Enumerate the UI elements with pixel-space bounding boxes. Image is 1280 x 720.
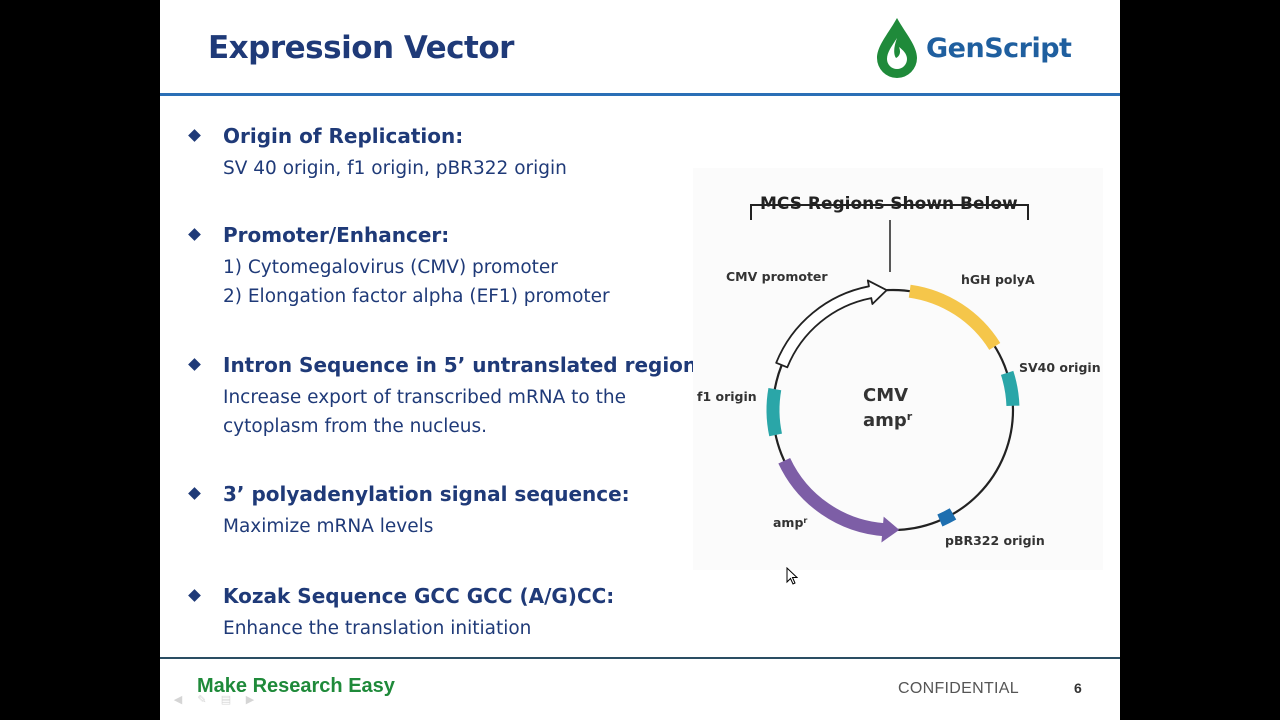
cmv-promoter-label: CMV promoter bbox=[726, 269, 828, 284]
center-label-sup: r bbox=[907, 410, 913, 423]
diamond-bullet-icon bbox=[188, 228, 201, 241]
bullet-heading: Intron Sequence in 5’ untranslated regio… bbox=[223, 353, 706, 377]
previous-slide-icon[interactable]: ◀ bbox=[173, 693, 183, 706]
amp-label-sup: r bbox=[803, 516, 807, 525]
hgh-polya-segment bbox=[908, 284, 1001, 350]
bullet-text: Increase export of transcribed mRNA to t… bbox=[223, 383, 626, 441]
tagline: Make Research Easy bbox=[197, 675, 395, 697]
amp-label-text: amp bbox=[773, 515, 803, 530]
center-label-line2: ampr bbox=[863, 410, 913, 432]
bullet-heading: 3’ polyadenylation signal sequence: bbox=[223, 482, 630, 506]
f1-origin-label: f1 origin bbox=[697, 389, 757, 404]
bullet-line: 2) Elongation factor alpha (EF1) promote… bbox=[223, 286, 610, 307]
center-label-amp: amp bbox=[863, 410, 907, 431]
genscript-drop-icon bbox=[877, 18, 917, 78]
slide: Expression Vector GenScript Origin of Re… bbox=[160, 0, 1120, 720]
footer-divider bbox=[160, 657, 1120, 659]
bullet-heading: Origin of Replication: bbox=[223, 124, 464, 148]
plasmid-map-svg: MCS Regions Shown Below CMV promoter hGH… bbox=[697, 194, 1101, 548]
genscript-logo: GenScript bbox=[874, 16, 1072, 80]
diamond-bullet-icon bbox=[188, 129, 201, 142]
sv40-origin-segment bbox=[1000, 370, 1020, 407]
bullet-heading: Kozak Sequence GCC GCC (A/G)CC: bbox=[223, 584, 615, 608]
bullet-text: Maximize mRNA levels bbox=[223, 512, 433, 541]
bullet-line: Enhance the translation initiation bbox=[223, 618, 532, 639]
pen-icon[interactable]: ✎ bbox=[197, 693, 207, 706]
mouse-cursor-icon bbox=[786, 567, 798, 585]
diamond-bullet-icon bbox=[188, 487, 201, 500]
menu-icon[interactable]: ▤ bbox=[220, 693, 232, 706]
slide-title: Expression Vector bbox=[208, 30, 514, 66]
amp-label: ampr bbox=[773, 515, 807, 530]
mcs-bracket bbox=[750, 204, 1029, 220]
bullet-line: SV 40 origin, f1 origin, pBR322 origin bbox=[223, 158, 567, 179]
title-divider bbox=[160, 93, 1120, 96]
f1-origin-segment bbox=[766, 388, 783, 437]
next-slide-icon[interactable]: ▶ bbox=[245, 693, 255, 706]
bullet-text: SV 40 origin, f1 origin, pBR322 origin bbox=[223, 154, 567, 183]
bullet-heading: Promoter/Enhancer: bbox=[223, 223, 450, 247]
logo-text: GenScript bbox=[926, 32, 1072, 64]
slideshow-controls[interactable]: ◀ ✎ ▤ ▶ bbox=[170, 694, 258, 706]
page-number: 6 bbox=[1074, 680, 1082, 696]
amp-segment bbox=[778, 457, 886, 537]
diamond-bullet-icon bbox=[188, 358, 201, 371]
bullet-text: Enhance the translation initiation bbox=[223, 614, 531, 643]
bullet-text: 1) Cytomegalovirus (CMV) promoter 2) Elo… bbox=[223, 253, 610, 311]
bullet-line: 1) Cytomegalovirus (CMV) promoter bbox=[223, 257, 558, 278]
bullet-line: Maximize mRNA levels bbox=[223, 516, 434, 537]
confidential-label: CONFIDENTIAL bbox=[898, 680, 1019, 697]
hgh-polya-label: hGH polyA bbox=[961, 272, 1035, 287]
amp-arrowhead-icon bbox=[881, 516, 900, 543]
bullet-line: cytoplasm from the nucleus. bbox=[223, 416, 488, 437]
bullet-line: Increase export of transcribed mRNA to t… bbox=[223, 387, 626, 408]
mcs-label: MCS Regions Shown Below bbox=[760, 194, 1018, 214]
cmv-promoter-arrow-icon bbox=[775, 279, 888, 369]
plasmid-map: MCS Regions Shown Below CMV promoter hGH… bbox=[693, 168, 1103, 570]
center-label-line1: CMV bbox=[863, 385, 908, 406]
pbr322-origin-segment bbox=[937, 508, 957, 527]
diamond-bullet-icon bbox=[188, 589, 201, 602]
sv40-origin-label: SV40 origin bbox=[1019, 360, 1101, 375]
pbr322-origin-label: pBR322 origin bbox=[945, 533, 1045, 548]
